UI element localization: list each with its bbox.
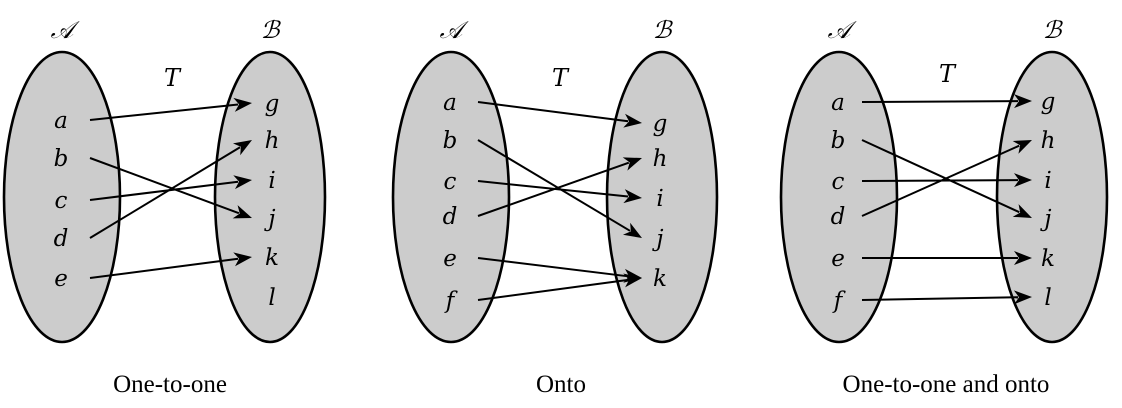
codomain-element-g: g bbox=[653, 111, 668, 137]
domain-element-f: f bbox=[832, 288, 846, 314]
codomain-set-title: ℬ bbox=[653, 16, 674, 44]
codomain-element-g: g bbox=[265, 91, 280, 117]
codomain-element-l: l bbox=[1044, 285, 1051, 311]
arrow-e-to-k bbox=[89, 252, 252, 279]
mapping-arrows bbox=[477, 101, 642, 301]
codomain-element-l: l bbox=[268, 285, 275, 311]
arrow-d-to-h bbox=[89, 140, 252, 239]
domain-set-title: 𝒜 bbox=[828, 16, 858, 44]
domain-element-b: b bbox=[831, 128, 846, 154]
domain-set-title: 𝒜 bbox=[51, 16, 81, 44]
codomain-element-k: k bbox=[653, 266, 667, 292]
domain-element-e: e bbox=[443, 246, 457, 272]
domain-element-d: d bbox=[443, 204, 458, 230]
mapping-arrows bbox=[861, 94, 1032, 305]
diagram-caption: Onto bbox=[536, 371, 586, 398]
diagram-caption: One-to-one bbox=[113, 371, 227, 398]
domain-set-ellipse bbox=[779, 50, 899, 344]
codomain-element-k: k bbox=[1041, 246, 1055, 272]
codomain-element-k: k bbox=[265, 245, 279, 271]
codomain-set-ellipse bbox=[995, 50, 1109, 344]
domain-element-c: c bbox=[444, 169, 457, 195]
domain-element-e: e bbox=[54, 266, 68, 292]
arrow-c-to-i bbox=[89, 175, 252, 201]
domain-element-d: d bbox=[54, 226, 69, 252]
arrow-e-to-k bbox=[862, 251, 1032, 265]
codomain-element-h: h bbox=[265, 128, 280, 154]
codomain-element-h: h bbox=[1041, 128, 1056, 154]
arrow-a-to-g bbox=[89, 97, 252, 121]
codomain-element-g: g bbox=[1041, 89, 1056, 115]
arrow-d-to-h bbox=[861, 140, 1032, 217]
diagram-caption: One-to-one and onto bbox=[843, 371, 1050, 398]
transformation-label: T bbox=[552, 64, 570, 92]
codomain-element-h: h bbox=[653, 146, 668, 172]
domain-element-c: c bbox=[55, 188, 68, 214]
domain-element-c: c bbox=[832, 169, 845, 195]
domain-element-b: b bbox=[54, 146, 69, 172]
domain-element-e: e bbox=[831, 246, 845, 272]
arrow-b-to-j bbox=[89, 157, 252, 219]
codomain-set-title: ℬ bbox=[261, 16, 282, 44]
domain-element-b: b bbox=[443, 128, 458, 154]
arrow-f-to-k bbox=[477, 273, 642, 301]
codomain-set-ellipse bbox=[213, 50, 327, 344]
codomain-element-i: i bbox=[656, 186, 663, 212]
domain-element-a: a bbox=[831, 90, 845, 116]
arrow-a-to-g bbox=[477, 101, 642, 128]
domain-element-a: a bbox=[443, 90, 457, 116]
domain-element-d: d bbox=[831, 204, 846, 230]
arrow-b-to-j bbox=[477, 139, 642, 238]
domain-element-f: f bbox=[444, 288, 458, 314]
codomain-set-title: ℬ bbox=[1043, 16, 1064, 44]
domain-element-a: a bbox=[54, 108, 68, 134]
arrow-f-to-l bbox=[861, 290, 1032, 305]
domain-set-title: 𝒜 bbox=[440, 16, 470, 44]
mapping-arrows bbox=[89, 97, 252, 279]
codomain-element-i: i bbox=[1044, 168, 1051, 194]
transformation-label: T bbox=[939, 60, 957, 88]
arrow-d-to-h bbox=[477, 157, 642, 217]
arrow-a-to-g bbox=[861, 94, 1032, 109]
domain-set-ellipse bbox=[391, 50, 511, 344]
codomain-element-i: i bbox=[268, 168, 275, 194]
transformation-label: T bbox=[164, 64, 182, 92]
arrow-b-to-j bbox=[861, 139, 1032, 218]
